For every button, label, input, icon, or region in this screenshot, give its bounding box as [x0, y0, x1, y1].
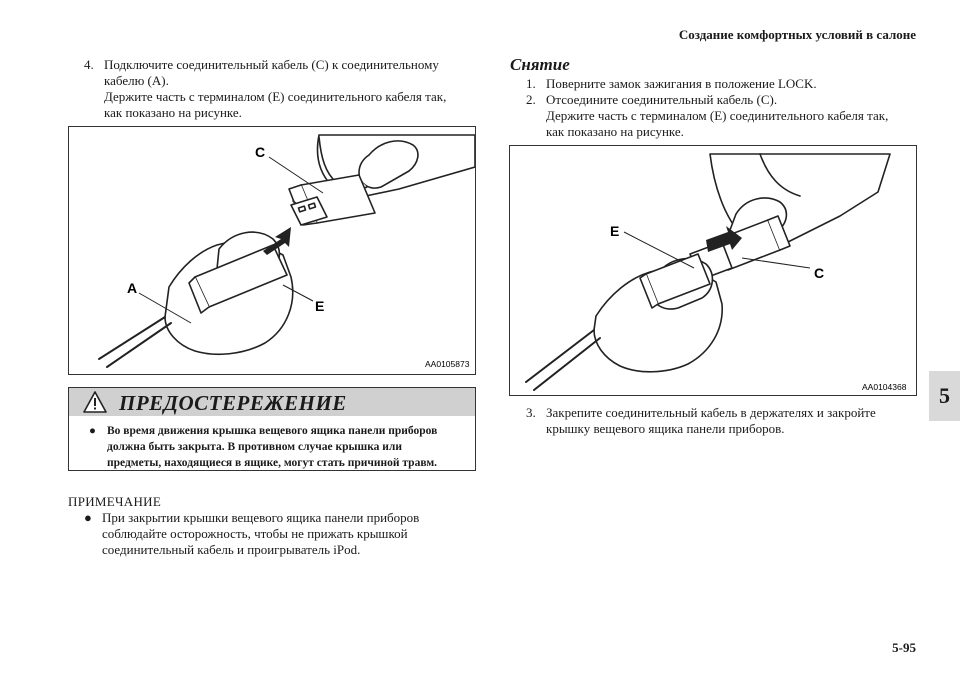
step-text: как показано на рисунке. — [546, 124, 684, 139]
page-number: 5-95 — [892, 640, 916, 655]
figure-disconnect-cable: E C AA0104368 — [509, 145, 917, 396]
step-3: 3. Закрепите соединительный кабель в держ… — [526, 405, 926, 437]
step-text: Поверните замок зажигания в положение LO… — [546, 76, 817, 91]
bullet: ● — [84, 510, 92, 525]
step-text: крышку вещевого ящика панели приборов. — [546, 421, 785, 436]
step-2: 2. Отсоедините соединительный кабель (С).… — [526, 92, 926, 140]
figure-label-a: A — [127, 280, 137, 296]
step-text: Подключите соединительный кабель (С) к с… — [104, 57, 439, 72]
figure-label-c: C — [255, 144, 265, 160]
step-number: 3. — [526, 405, 536, 420]
warning-box: ПРЕДОСТЕРЕЖЕНИЕ ● Во время движения крыш… — [68, 387, 476, 471]
step-text: Закрепите соединительный кабель в держат… — [546, 405, 876, 420]
figure-code: AA0104368 — [862, 382, 907, 392]
step-text: Отсоедините соединительный кабель (С). — [546, 92, 778, 107]
note-title: ПРИМЕЧАНИЕ — [68, 494, 162, 509]
disconnect-cable-illustration: E C AA0104368 — [525, 153, 907, 392]
note-body: ● При закрытии крышки вещевого ящика пан… — [84, 510, 464, 558]
figure-label-c: C — [814, 265, 824, 281]
warning-line: должна быть закрыта. В противном случае … — [107, 441, 402, 453]
note-line: соблюдайте осторожность, чтобы не прижат… — [102, 526, 408, 541]
chapter-number: 5 — [939, 383, 950, 408]
page-header-title: Создание комфортных условий в салоне — [678, 27, 916, 42]
connect-cable-illustration: C A E AA0105873 — [98, 134, 476, 369]
figure-connect-cable: C A E AA0105873 — [68, 126, 476, 375]
figure-label-e: E — [315, 298, 324, 314]
warning-header: ПРЕДОСТЕРЕЖЕНИЕ — [69, 388, 475, 416]
figure-label-e: E — [610, 223, 619, 239]
warning-line: Во время движения крышка вещевого ящика … — [107, 425, 438, 437]
note-line: соединительный кабель и проигрыватель iP… — [102, 542, 361, 557]
step-number: 2. — [526, 92, 536, 107]
warning-title: ПРЕДОСТЕРЕЖЕНИЕ — [119, 391, 347, 415]
step-text: Держите часть с терминалом (Е) соедините… — [546, 108, 889, 123]
chapter-tab: 5 — [929, 371, 960, 421]
warning-triangle-icon — [83, 391, 107, 413]
step-number: 1. — [526, 76, 536, 91]
figure-code: AA0105873 — [425, 359, 470, 369]
warning-text: ● Во время движения крышка вещевого ящик… — [89, 423, 469, 471]
step-4: 4. Подключите соединительный кабель (С) к… — [84, 57, 484, 121]
warning-line: предметы, находящиеся в ящике, могут ста… — [107, 457, 438, 469]
step-text: Держите часть с терминалом (Е) соедините… — [104, 89, 447, 104]
step-text: кабелю (А). — [104, 73, 169, 88]
bullet: ● — [89, 425, 96, 437]
section-title: Снятие — [510, 55, 570, 74]
step-1: 1. Поверните замок зажигания в положение … — [526, 76, 926, 92]
step-text: как показано на рисунке. — [104, 105, 242, 120]
step-number: 4. — [84, 57, 94, 72]
note-line: При закрытии крышки вещевого ящика панел… — [102, 510, 420, 525]
